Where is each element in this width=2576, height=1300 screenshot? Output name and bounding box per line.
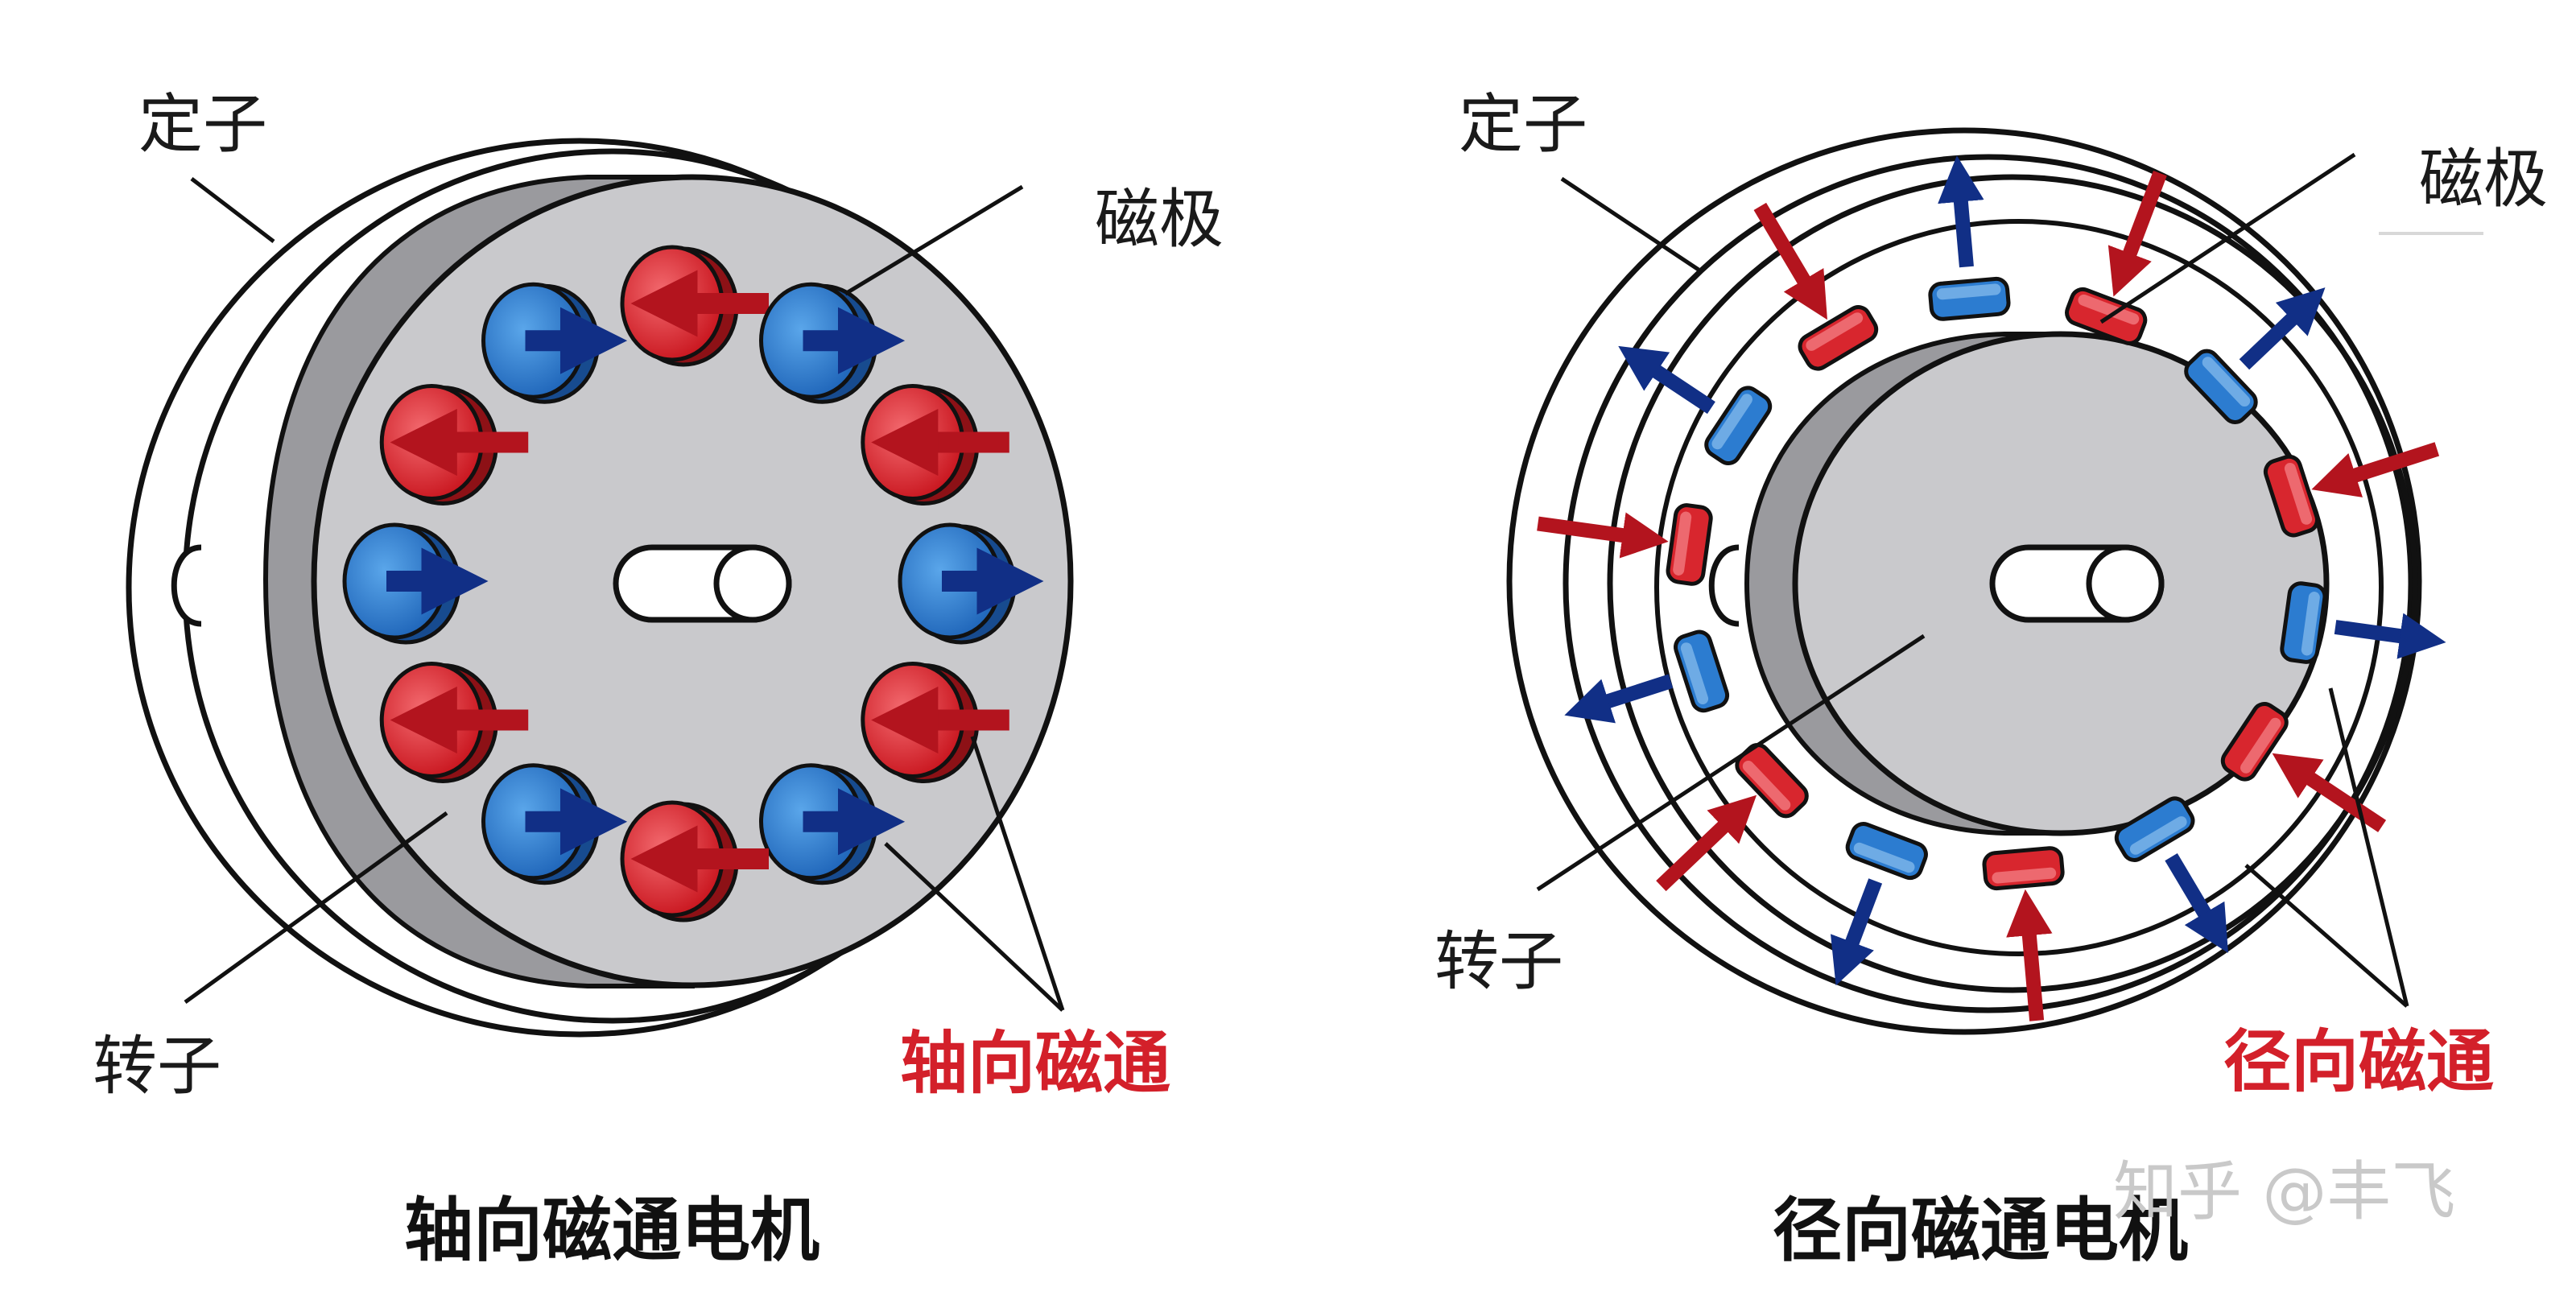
radial-flux-label: 径向磁通 xyxy=(2223,1022,2494,1101)
south-pole-magnet xyxy=(759,763,906,885)
flux-arrow-in xyxy=(1753,202,1827,320)
axial-flux-leader-1 xyxy=(884,842,1064,1012)
north-pole-magnet xyxy=(1666,503,1713,586)
radial-pole-leader xyxy=(2099,152,2356,324)
axial-pole-label: 磁极 xyxy=(1095,182,1224,257)
flux-arrow-out xyxy=(1938,155,1984,268)
south-pole-magnet xyxy=(2280,581,2327,664)
flux-arrow-in xyxy=(2272,753,2387,832)
radial-flux-leader-2 xyxy=(2244,864,2409,1008)
north-pole-magnet xyxy=(2220,702,2289,782)
flux-arrow-out xyxy=(2334,613,2446,659)
north-pole-magnet xyxy=(620,800,769,922)
north-pole-magnet xyxy=(861,384,1009,506)
north-pole-magnet xyxy=(1798,305,1879,371)
radial-pole-label: 磁极 xyxy=(2419,142,2548,217)
north-pole-magnet xyxy=(620,245,769,367)
axial-magnet-ring xyxy=(342,245,1044,922)
radial-stator-leader xyxy=(1560,176,1700,272)
flux-arrow-in xyxy=(1537,512,1669,559)
south-pole-magnet xyxy=(2114,796,2195,862)
south-pole-magnet xyxy=(1704,386,1773,465)
axial-flux-label: 轴向磁通 xyxy=(900,1024,1170,1103)
axial-motor: 定子 磁极 转子 轴向磁通 轴向磁通电机 xyxy=(93,87,1224,1271)
south-pole-magnet xyxy=(342,522,489,645)
flux-arrow-in xyxy=(2311,442,2440,497)
north-pole-magnet xyxy=(379,384,529,506)
south-pole-magnet xyxy=(2184,349,2258,424)
axial-stator-leader xyxy=(190,177,275,243)
south-pole-magnet xyxy=(1674,629,1730,713)
axial-caption: 轴向磁通电机 xyxy=(404,1191,819,1271)
axial-rotor-label: 转子 xyxy=(93,1029,221,1104)
flux-arrow-out xyxy=(1618,345,1715,415)
axial-stator-label: 定子 xyxy=(138,87,267,162)
south-pole-magnet xyxy=(481,282,628,404)
radial-rotor-label: 转子 xyxy=(1435,924,1563,999)
axial-rotor-leader xyxy=(184,811,448,1005)
south-pole-magnet xyxy=(898,522,1044,645)
flux-arrow-in xyxy=(2107,171,2167,297)
watermark: 知乎 @丰飞 xyxy=(2113,1154,2455,1229)
south-pole-magnet xyxy=(481,763,628,885)
radial-stator-label: 定子 xyxy=(1459,87,1587,162)
flux-arrow-out xyxy=(2239,287,2326,370)
north-pole-magnet xyxy=(861,662,1009,783)
flux-arrow-in xyxy=(2006,889,2053,1021)
north-pole-magnet xyxy=(2263,454,2319,538)
axial-pole-leader xyxy=(844,184,1024,296)
flux-arrow-in xyxy=(1656,794,1757,892)
flux-arrow-out xyxy=(2165,852,2228,953)
radial-shaft xyxy=(1989,544,2165,623)
north-pole-magnet xyxy=(1982,846,2065,891)
north-pole-magnet xyxy=(379,662,529,783)
radial-flux-leader-1 xyxy=(2328,687,2409,1007)
radial-caption: 径向磁通电机 xyxy=(1773,1191,2188,1271)
south-pole-magnet xyxy=(759,282,906,404)
axial-shaft xyxy=(613,544,792,623)
radial-rotor-leader xyxy=(1536,633,1926,892)
axial-flux-leader-2 xyxy=(970,736,1065,1011)
flux-arrow-out xyxy=(1564,674,1674,724)
flux-arrow-out xyxy=(1831,878,1883,986)
south-pole-magnet xyxy=(1845,822,1928,881)
south-pole-magnet xyxy=(1928,276,2011,321)
radial-motor: 定子 磁极 转子 径向磁通 径向磁通电机 xyxy=(1435,87,2548,1271)
radial-magnet-ring xyxy=(1537,155,2446,1021)
